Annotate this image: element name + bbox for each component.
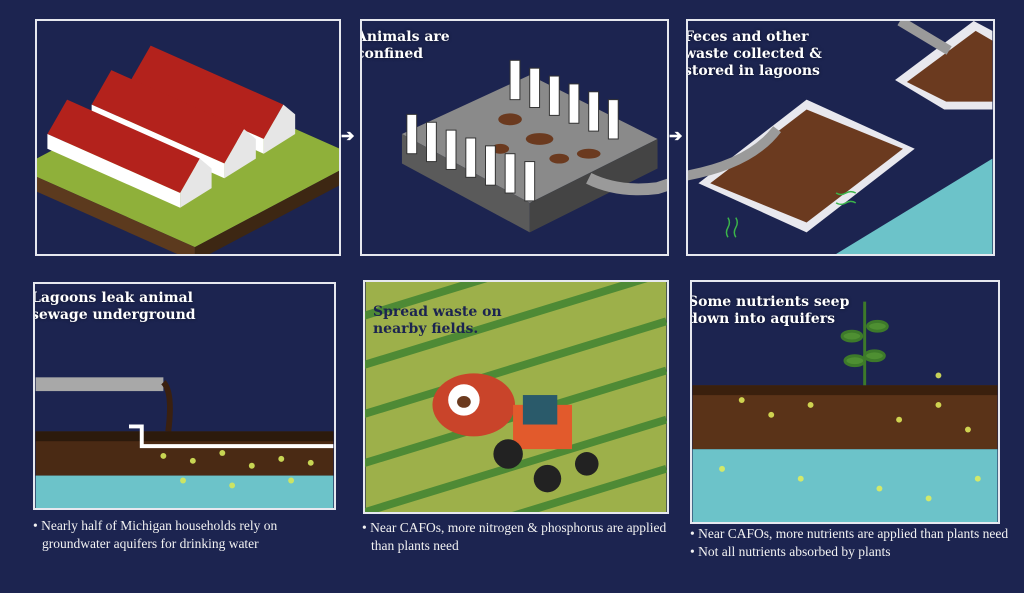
bullet-item: Near CAFOs, more nutrients are applied t…	[690, 525, 1010, 543]
tractor-field-illustration	[365, 282, 667, 512]
panel-lagoons: Feces and other waste collected & stored…	[686, 19, 995, 256]
panel-title: Feces and other waste collected & stored…	[686, 29, 822, 79]
tractor	[432, 373, 599, 493]
bullet-list: Nearly half of Michigan households rely …	[33, 517, 333, 553]
panel-title: Lagoons leak animal sewage underground	[33, 290, 196, 323]
panel-spread: Spread waste on nearby fields.	[363, 280, 669, 514]
plant	[840, 301, 889, 386]
panel-title: Some nutrients seep down into aquifers	[690, 294, 850, 327]
barn	[47, 99, 212, 208]
panel-leak: Lagoons leak animal sewage underground	[33, 282, 336, 510]
barns-illustration	[37, 45, 339, 254]
panel-title: Spread waste on nearby fields.	[373, 304, 502, 337]
lagoons-illustration	[688, 21, 993, 254]
bullet-list: Near CAFOs, more nutrients are applied t…	[690, 525, 1010, 561]
arrow-right-icon: ➔	[341, 126, 355, 145]
bullet-item: Not all nutrients absorbed by plants	[690, 543, 1010, 561]
panel-title: Animals are confined	[360, 29, 450, 62]
bullet-item: Near CAFOs, more nitrogen & phosphorus a…	[362, 519, 672, 555]
panel-confined: Animals are confined	[360, 19, 669, 256]
panel-barns	[35, 19, 341, 256]
bullet-list: Near CAFOs, more nitrogen & phosphorus a…	[362, 519, 672, 555]
aquifer-seep-illustration	[692, 301, 998, 522]
lagoon-leak-illustration	[35, 377, 334, 508]
arrow-right-icon: ➔	[669, 126, 683, 145]
confined-animals-illustration	[401, 59, 667, 233]
bullet-item: Nearly half of Michigan households rely …	[33, 517, 333, 553]
panel-seep: Some nutrients seep down into aquifers	[690, 280, 1000, 524]
